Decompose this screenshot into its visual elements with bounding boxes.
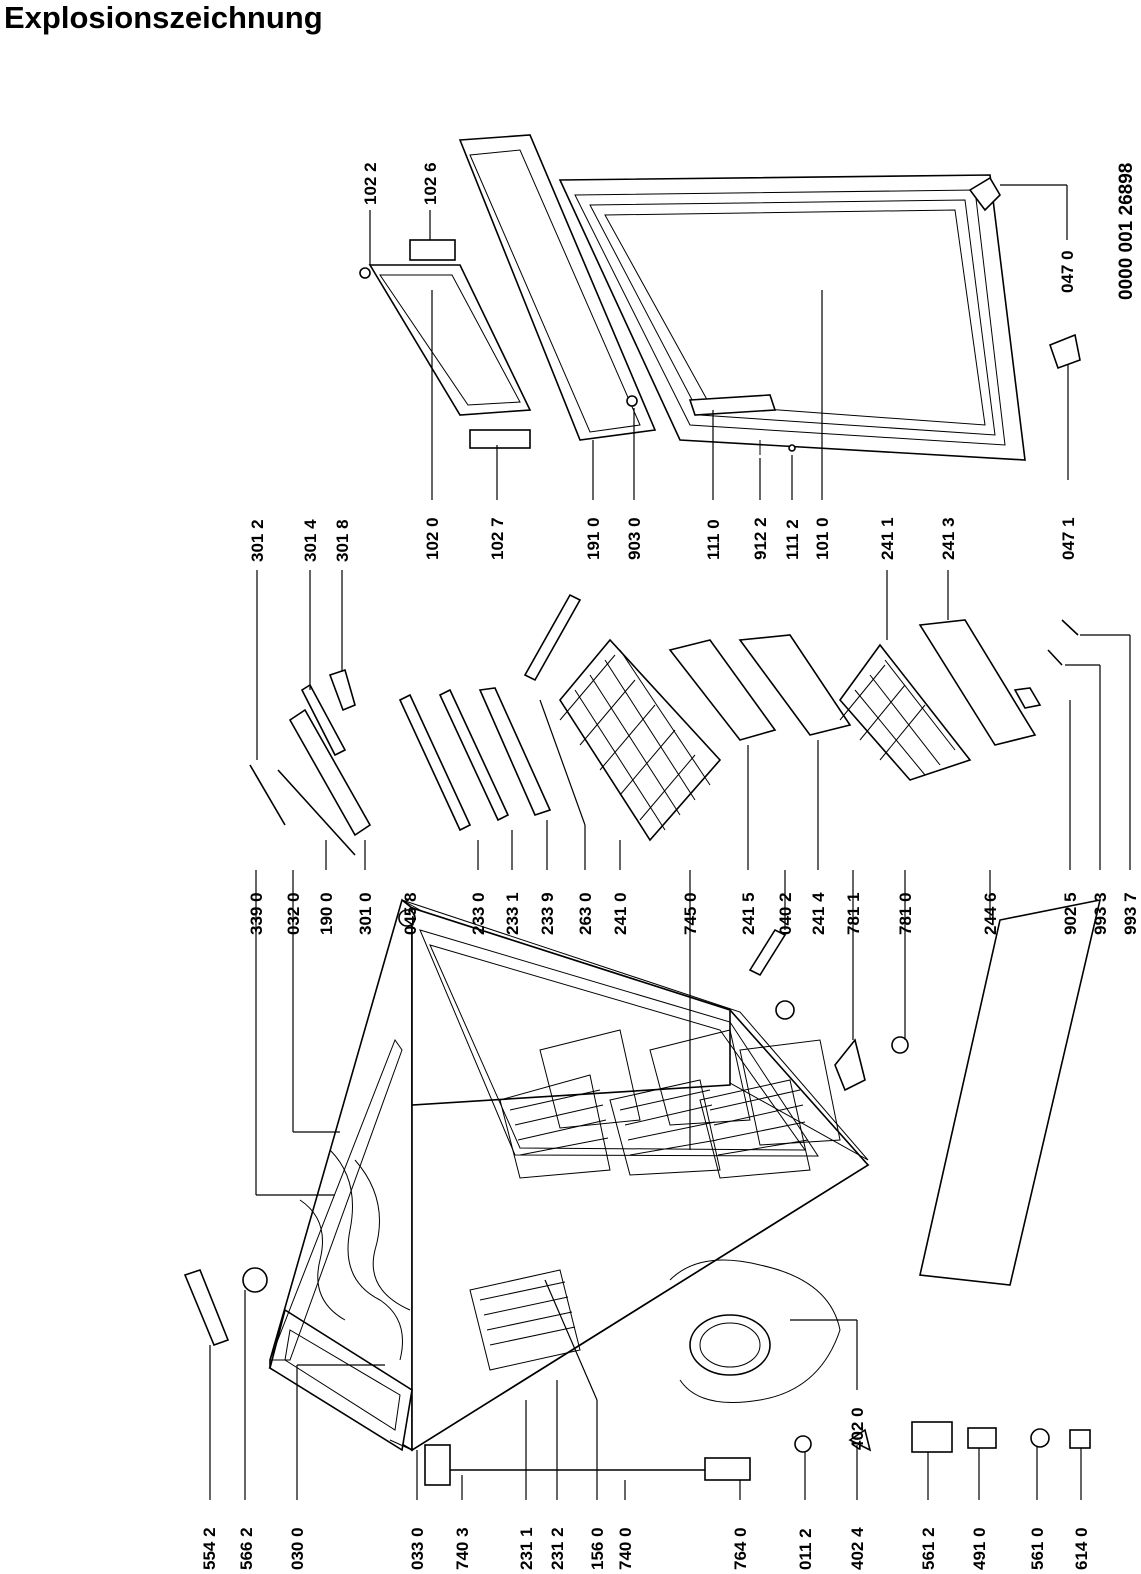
label-102-6: 102 6 bbox=[421, 162, 440, 205]
label-045-8: 045 8 bbox=[401, 892, 420, 935]
leader-lines bbox=[209, 184, 1131, 1500]
door-assembly bbox=[359, 134, 1026, 461]
label-011-2: 011 2 bbox=[796, 1528, 815, 1570]
label-740-3: 740 3 bbox=[453, 1527, 472, 1570]
label-231-1: 231 1 bbox=[517, 1527, 536, 1570]
label-191-0: 191 0 bbox=[584, 517, 603, 560]
label-781-1: 781 1 bbox=[844, 892, 863, 935]
label-554-2: 554 2 bbox=[200, 1527, 219, 1570]
label-402-0: 402 0 bbox=[848, 1407, 867, 1450]
label-614-0: 614 0 bbox=[1072, 1527, 1091, 1570]
label-491-0: 491 0 bbox=[970, 1527, 989, 1570]
label-566-2: 566 2 bbox=[237, 1527, 256, 1570]
label-263-0: 263 0 bbox=[576, 892, 595, 935]
label-111-0: 111 0 bbox=[704, 519, 723, 560]
label-740-0: 740 0 bbox=[616, 1527, 635, 1570]
label-156-0: 156 0 bbox=[588, 1527, 607, 1570]
label-102-7: 102 7 bbox=[488, 517, 507, 560]
label-190-0: 190 0 bbox=[317, 892, 336, 935]
compressor-icon bbox=[689, 1314, 771, 1376]
small-parts bbox=[183, 593, 1102, 1486]
label-233-0: 233 0 bbox=[469, 892, 488, 935]
label-047-0: 047 0 bbox=[1058, 250, 1077, 293]
label-102-2: 102 2 bbox=[361, 162, 380, 205]
feet bbox=[968, 176, 1081, 370]
label-402-4: 402 4 bbox=[848, 1527, 867, 1570]
label-233-9: 233 9 bbox=[538, 892, 557, 935]
baskets bbox=[559, 619, 1037, 842]
label-781-0: 781 0 bbox=[896, 892, 915, 935]
cabinet-body bbox=[268, 898, 870, 1452]
label-993-3: 993 3 bbox=[1091, 892, 1110, 935]
label-561-2: 561 2 bbox=[919, 1527, 938, 1570]
label-903-0: 903 0 bbox=[625, 517, 644, 560]
page-title: Explosionszeichnung bbox=[4, 0, 323, 35]
label-241-4: 241 4 bbox=[809, 892, 828, 935]
label-745-0: 745 0 bbox=[681, 892, 700, 935]
label-241-1: 241 1 bbox=[878, 517, 897, 560]
document-number: 0000 001 26898 bbox=[1116, 163, 1137, 300]
label-764-0: 764 0 bbox=[731, 1527, 750, 1570]
label-047-1: 047 1 bbox=[1059, 517, 1078, 560]
label-033-0: 033 0 bbox=[408, 1527, 427, 1570]
label-912-2: 912 2 bbox=[751, 517, 770, 560]
label-231-2: 231 2 bbox=[548, 1527, 567, 1570]
label-244-6: 244 6 bbox=[981, 892, 1000, 935]
label-301-8: 301 8 bbox=[333, 519, 352, 562]
label-561-0: 561 0 bbox=[1028, 1527, 1047, 1570]
label-241-3: 241 3 bbox=[939, 517, 958, 560]
part-labels: 554 2 566 2 030 0 033 0 740 3 231 1 231 … bbox=[200, 162, 1140, 1570]
label-301-4: 301 4 bbox=[301, 519, 320, 562]
label-241-0: 241 0 bbox=[611, 892, 630, 935]
label-032-0: 032 0 bbox=[284, 892, 303, 935]
label-241-5: 241 5 bbox=[739, 892, 758, 935]
label-101-0: 101 0 bbox=[813, 517, 832, 560]
label-233-1: 233 1 bbox=[503, 892, 522, 935]
label-301-2: 301 2 bbox=[248, 519, 267, 562]
label-301-0: 301 0 bbox=[356, 892, 375, 935]
label-040-2: 040 2 bbox=[776, 892, 795, 935]
label-111-2: 111 2 bbox=[783, 519, 802, 560]
label-993-7: 993 7 bbox=[1121, 892, 1140, 935]
label-030-0: 030 0 bbox=[288, 1527, 307, 1570]
label-102-0: 102 0 bbox=[423, 517, 442, 560]
label-902-5: 902 5 bbox=[1061, 892, 1080, 935]
label-339-0: 339 0 bbox=[247, 892, 266, 935]
